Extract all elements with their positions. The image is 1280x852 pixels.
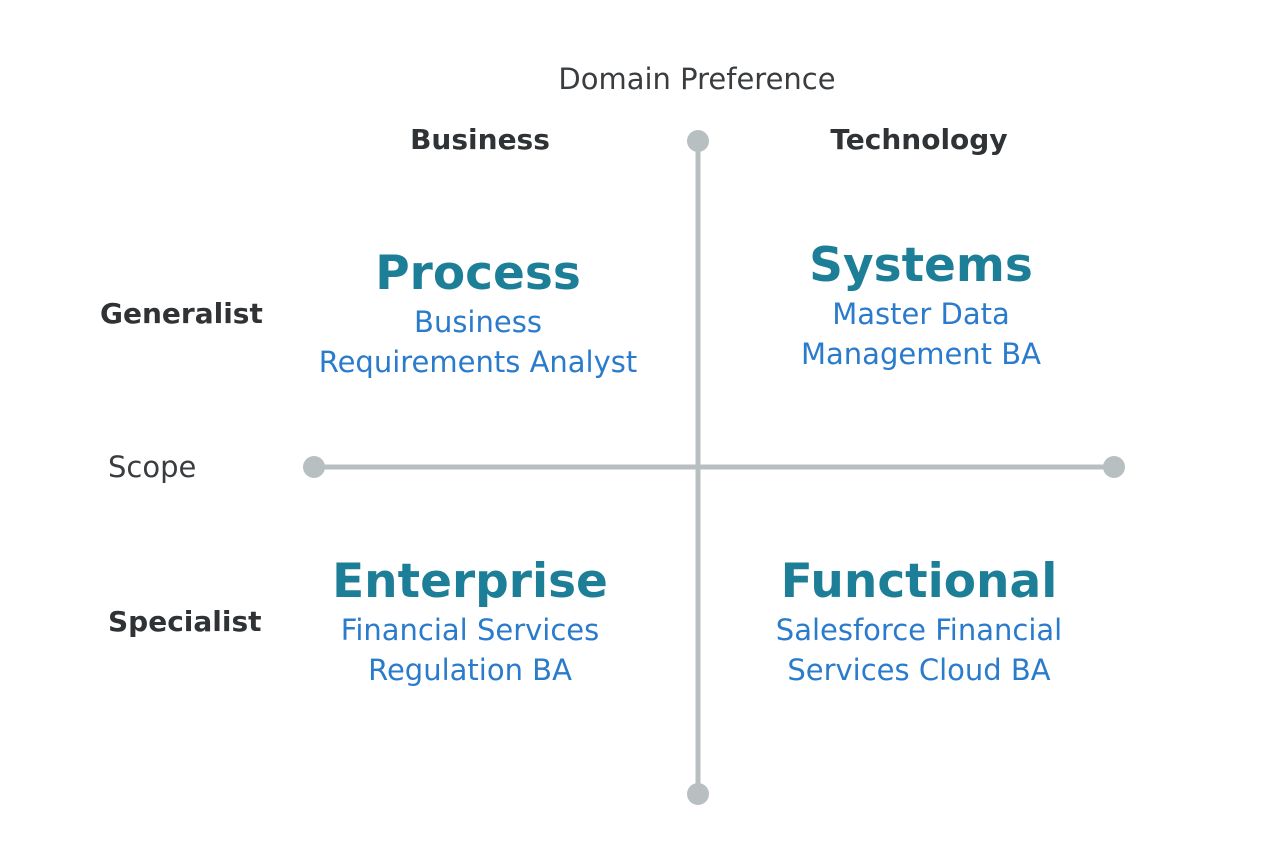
horizontal-axis-left-endpoint <box>303 456 325 478</box>
quadrant-title: Systems <box>809 238 1033 293</box>
column-heading-technology: Technology <box>830 123 1008 156</box>
quadrant-process: Process Business Requirements Analyst <box>258 246 698 382</box>
vertical-axis-bottom-endpoint <box>687 783 709 805</box>
quadrant-enterprise: Enterprise Financial Services Regulation… <box>250 554 690 690</box>
quadrant-functional: Functional Salesforce Financial Services… <box>699 554 1139 690</box>
horizontal-axis-right-endpoint <box>1103 456 1125 478</box>
quadrant-role-line: Salesforce Financial <box>775 613 1063 647</box>
quadrant-title: Functional <box>780 554 1058 609</box>
quadrant-role-line: Financial Services <box>340 613 600 647</box>
quadrant-role-line: Business <box>414 305 542 339</box>
quadrant-role-line: Management BA <box>801 337 1041 371</box>
quadrant-systems: Systems Master Data Management BA <box>701 238 1141 374</box>
row-heading-generalist: Generalist <box>100 297 263 330</box>
row-heading-specialist: Specialist <box>108 605 262 638</box>
quadrant-role-line: Regulation BA <box>368 653 572 687</box>
quadrant-role-line: Master Data <box>832 297 1010 331</box>
vertical-axis-title: Domain Preference <box>558 62 836 96</box>
vertical-axis-top-endpoint <box>687 130 709 152</box>
quadrant-title: Process <box>375 246 581 301</box>
column-heading-business: Business <box>410 123 550 156</box>
horizontal-axis-title: Scope <box>108 450 197 484</box>
quadrant-role-line: Requirements Analyst <box>318 345 638 379</box>
quadrant-role-line: Services Cloud BA <box>787 653 1051 687</box>
quadrant-title: Enterprise <box>332 554 608 609</box>
